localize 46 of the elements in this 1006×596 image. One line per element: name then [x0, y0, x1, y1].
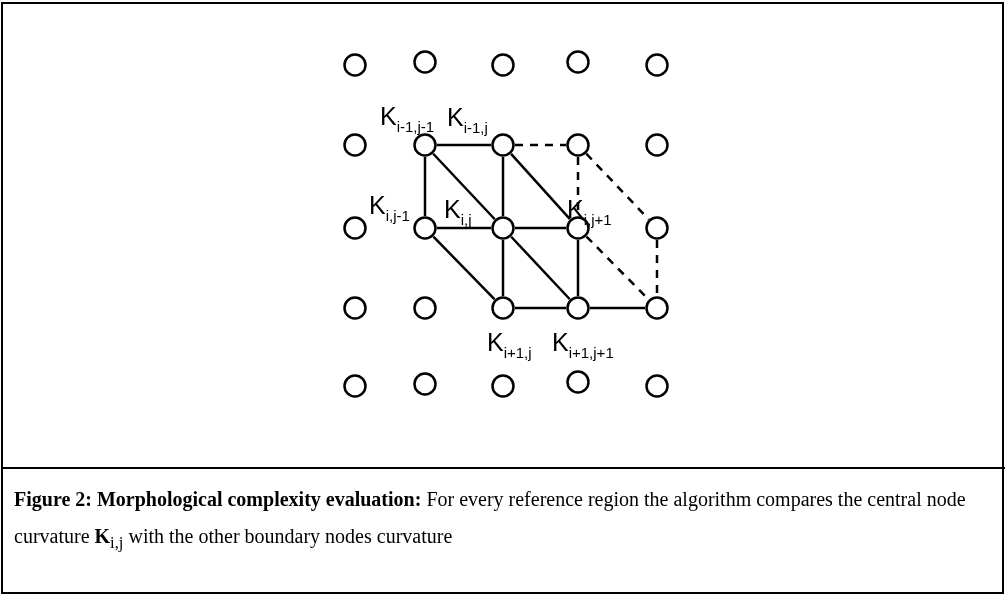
grid-node-circle: [413, 216, 437, 240]
connector-line: [590, 306, 645, 310]
connector-line: [515, 226, 566, 230]
grid-node-circle: [343, 53, 367, 77]
grid-node-circle: [343, 296, 367, 320]
connector-line: [510, 153, 571, 220]
grid-node-circle: [413, 50, 437, 74]
connector-line: [501, 240, 505, 296]
grid-node-circle: [413, 372, 437, 396]
curvature-label: K$_{i,j-1}$: [369, 193, 410, 223]
grid-node-circle: [343, 374, 367, 398]
curvature-label: K$_{i-1,j-1}$: [380, 104, 435, 134]
dashed-connector-line: [585, 152, 650, 221]
grid-node-circle: [343, 216, 367, 240]
curvature-label: K$_{i-1,j}$: [447, 105, 488, 135]
curvature-label: K$_{i+1,j}$: [487, 330, 532, 360]
grid-node-circle: [645, 296, 669, 320]
grid-node-circle: [645, 216, 669, 240]
grid-node-circle: [491, 216, 515, 240]
connector-line: [501, 157, 505, 216]
grid-node-circle: [645, 53, 669, 77]
grid-node-circle: [491, 374, 515, 398]
connector-line: [515, 306, 566, 310]
connector-line: [432, 235, 496, 301]
connector-line: [576, 240, 580, 296]
connector-line: [437, 143, 491, 147]
grid-node-circle: [566, 296, 590, 320]
grid-node-circle: [413, 133, 437, 157]
connector-line: [432, 152, 496, 221]
grid-node-circle: [645, 374, 669, 398]
grid-node-circle: [566, 370, 590, 394]
connector-line: [423, 157, 427, 216]
grid-node-circle: [566, 50, 590, 74]
grid-node-circle: [491, 296, 515, 320]
dashed-connector-line: [515, 143, 566, 147]
connector-line: [510, 235, 571, 301]
grid-node-circle: [343, 133, 367, 157]
grid-node-circle: [491, 53, 515, 77]
grid-node-circle: [491, 133, 515, 157]
connector-line: [437, 226, 491, 230]
figure-caption: Figure 2: Morphological complexity evaluation: For every reference region the algorithm compares the central node curvature K$_{i,j}$ with the other boundary nodes curvature: [14, 487, 967, 554]
grid-node-circle: [413, 296, 437, 320]
grid-node-circle: [645, 133, 669, 157]
dashed-connector-line: [655, 240, 659, 296]
curvature-label: K$_{i+1,j+1}$: [552, 330, 614, 360]
grid-node-circle: [566, 133, 590, 157]
